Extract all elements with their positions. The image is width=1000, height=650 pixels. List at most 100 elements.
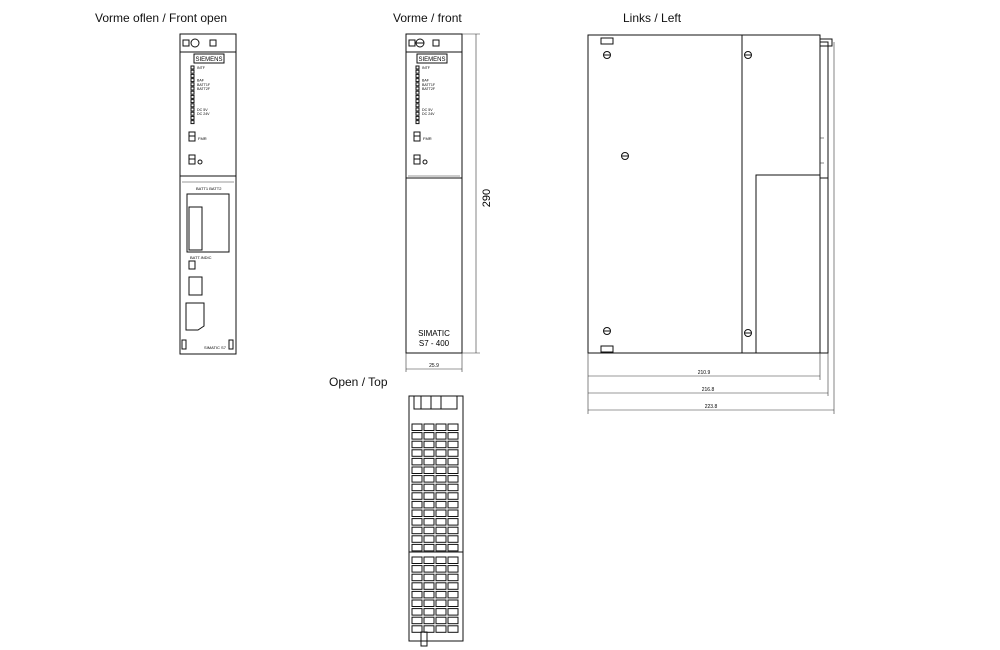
- vent-slot: [447, 492, 459, 500]
- vent-slot: [411, 509, 423, 517]
- led-indicator: [190, 107, 195, 112]
- screw-icon: [603, 327, 611, 335]
- vent-slot: [435, 582, 447, 590]
- led-indicator: [190, 86, 195, 91]
- vent-slot: [447, 573, 459, 582]
- vent-slot: [435, 590, 447, 599]
- led-label: BAF: [422, 79, 430, 83]
- depth-dimension-2: 216.8: [702, 387, 715, 393]
- vent-slot: [423, 625, 435, 633]
- vent-slot: [447, 457, 459, 466]
- vent-slot: [435, 625, 447, 633]
- led-label: BAF: [197, 79, 205, 83]
- vent-slot: [447, 440, 459, 449]
- vent-slot: [411, 599, 423, 607]
- vent-slot: [435, 535, 447, 543]
- vent-slot: [423, 526, 435, 535]
- bottom-clip: [181, 339, 187, 350]
- vent-slot: [435, 565, 447, 573]
- screw-icon: [744, 329, 752, 337]
- led-indicator: [190, 82, 195, 87]
- vent-slot: [423, 509, 435, 517]
- vent-slot: [411, 556, 423, 564]
- vent-slot: [423, 483, 435, 492]
- led-indicator: [415, 107, 420, 112]
- vent-slot: [411, 492, 423, 500]
- vent-slot: [411, 518, 423, 526]
- vent-slot: [423, 556, 435, 564]
- vent-slot: [411, 500, 423, 509]
- battery-compartment: [186, 193, 230, 253]
- vent-slot: [435, 556, 447, 564]
- vent-slot: [447, 625, 459, 633]
- led-label: DC 24V: [422, 112, 435, 116]
- vent-slot: [423, 440, 435, 449]
- ventilation-grid: [411, 423, 459, 633]
- vent-slot: [447, 616, 459, 625]
- width-dimension: 25.9: [429, 363, 439, 369]
- led-indicator: [415, 115, 420, 120]
- vent-slot: [423, 565, 435, 573]
- vent-slot: [447, 526, 459, 535]
- screw-icon: [603, 51, 611, 59]
- led-indicator: [190, 111, 195, 116]
- title-front-open: Vorme oflen / Front open: [95, 11, 228, 25]
- battery-select-switch: [188, 260, 196, 270]
- led-indicator: [415, 65, 420, 70]
- rear-hook: [819, 38, 833, 47]
- vent-slot: [423, 590, 435, 599]
- led-label: DC 5V: [197, 108, 208, 112]
- vent-slot: [411, 565, 423, 573]
- vent-slot: [435, 457, 447, 466]
- vent-slot: [423, 492, 435, 500]
- batt-labels: BATT1 BATT2: [196, 186, 222, 191]
- vent-slot: [435, 483, 447, 492]
- rear-pin: [420, 631, 428, 647]
- top-tab: [600, 37, 614, 45]
- vent-slot: [435, 423, 447, 431]
- vent-slot: [447, 608, 459, 616]
- vent-slot: [447, 582, 459, 590]
- vent-slot: [411, 432, 423, 440]
- vent-slot: [447, 509, 459, 517]
- left-view: 210.9 216.8 223.8: [587, 34, 835, 414]
- vent-slot: [435, 616, 447, 625]
- vent-slot: [423, 608, 435, 616]
- led-indicator: [190, 120, 195, 125]
- vent-slot: [411, 573, 423, 582]
- terminal-icon: [408, 39, 416, 47]
- vent-slot: [423, 466, 435, 474]
- vent-slot: [435, 518, 447, 526]
- led-indicator: [415, 120, 420, 125]
- led-label: BATT1F: [422, 83, 436, 87]
- height-dimension: 290: [481, 189, 493, 207]
- vent-slot: [447, 483, 459, 492]
- vent-slot: [411, 526, 423, 535]
- front-housing: [405, 33, 463, 354]
- depth-dimension-1: 210.9: [698, 370, 711, 376]
- vent-slot: [423, 573, 435, 582]
- vent-slot: [435, 449, 447, 457]
- title-left: Links / Left: [623, 11, 682, 25]
- vent-slot: [435, 432, 447, 440]
- led-indicator: [415, 78, 420, 83]
- title-front: Vorme / front: [393, 11, 462, 25]
- rear-label: SIMATIC S7: [204, 345, 227, 350]
- vent-slot: [435, 475, 447, 483]
- led-indicator: [190, 103, 195, 108]
- terminal-icon: [432, 39, 440, 47]
- vent-slot: [435, 599, 447, 607]
- led-indicator: [190, 99, 195, 104]
- vent-slot: [435, 492, 447, 500]
- vent-slot: [435, 509, 447, 517]
- vent-slot: [447, 500, 459, 509]
- card-slot: [188, 276, 203, 296]
- vent-slot: [447, 599, 459, 607]
- led-label: DC 24V: [197, 112, 210, 116]
- vent-slot: [423, 616, 435, 625]
- vent-slot: [447, 518, 459, 526]
- led-indicator: [415, 86, 420, 91]
- reset-button-icon: [197, 159, 203, 165]
